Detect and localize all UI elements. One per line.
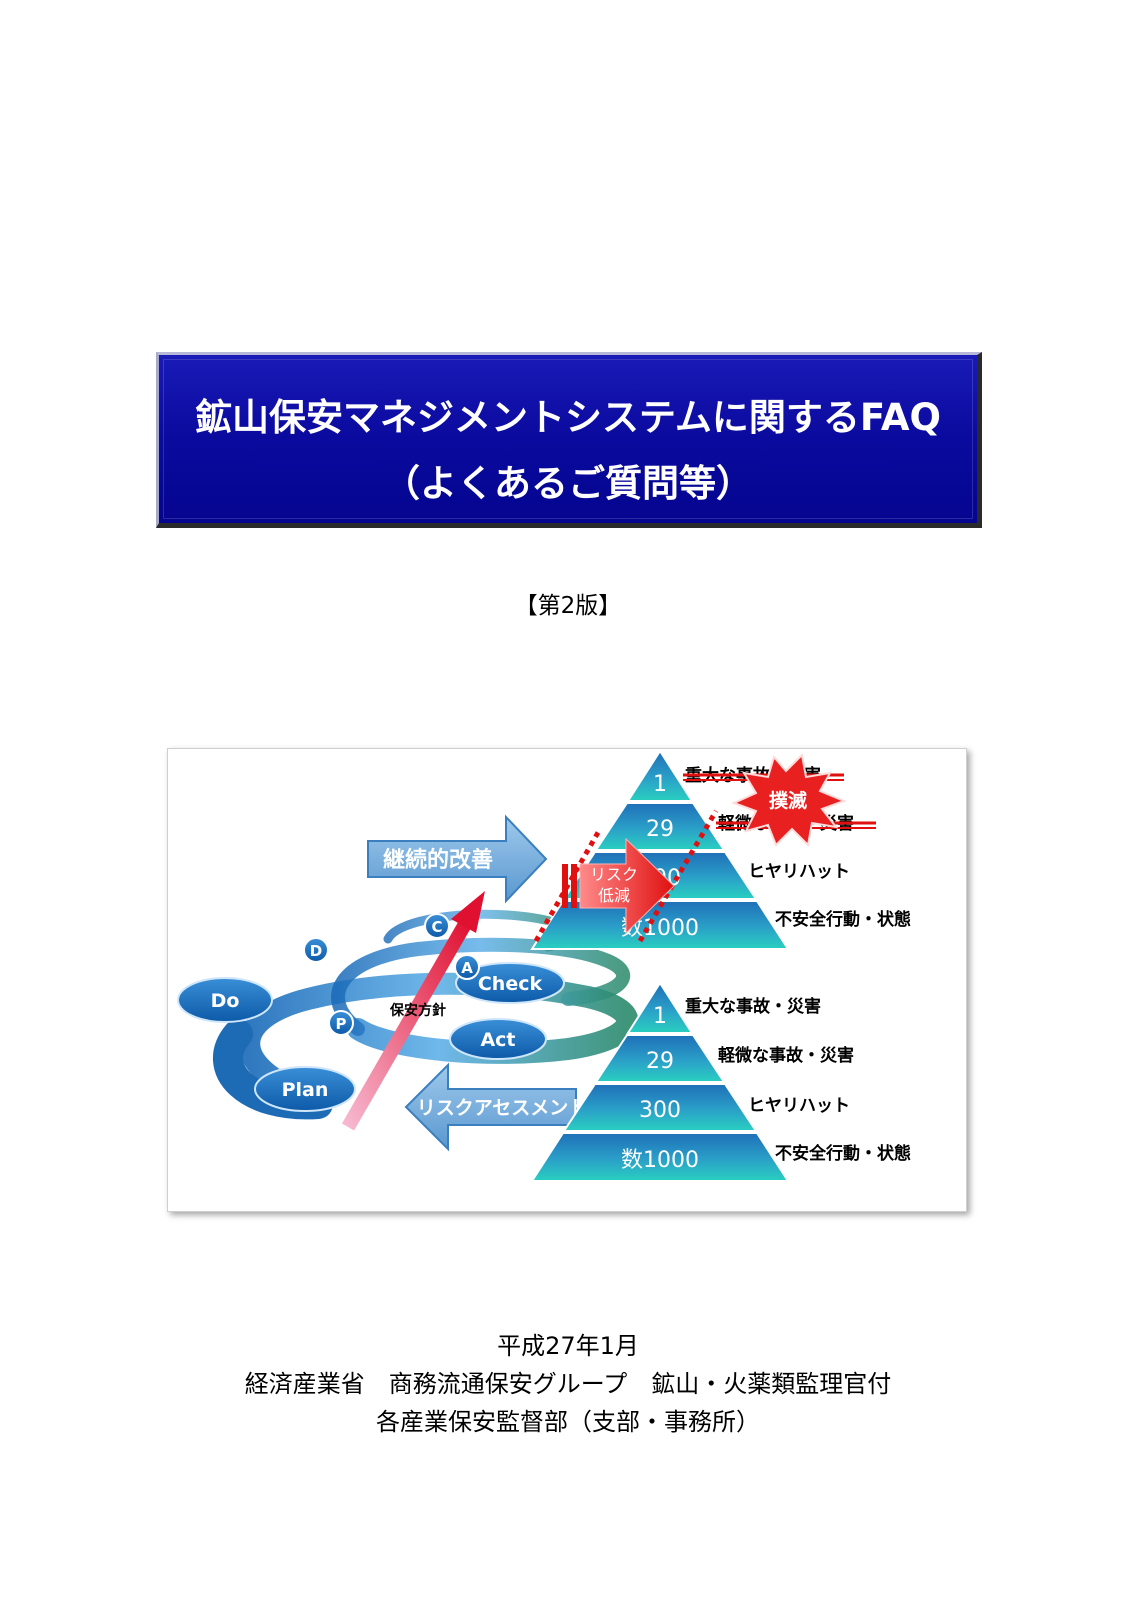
- bottom-label-unsafe: 不安全行動・状態: [775, 1143, 911, 1164]
- plan-label: Plan: [282, 1079, 329, 1101]
- eradication-label: 撲滅: [769, 789, 807, 812]
- do-oval: Do: [177, 977, 273, 1023]
- continuous-improvement-label: 継続的改善: [383, 847, 493, 873]
- publication-date: 平成27年1月: [497, 1332, 639, 1360]
- policy-label: 保安方針: [389, 1002, 446, 1019]
- svg-text:29: 29: [646, 1049, 674, 1074]
- top-label-near-miss: ヒヤリハット: [748, 862, 850, 882]
- eradication-starburst: 撲滅: [731, 752, 847, 848]
- svg-text:A: A: [461, 959, 473, 977]
- risk-assessment-arrow: リスクアセスメント: [404, 1062, 588, 1152]
- act-oval: Act: [449, 1018, 547, 1060]
- pdca-pyramid-diagram: 保安方針 Do Plan Check Act P D C: [177, 749, 911, 1182]
- document-title: 鉱山保安マネジメントシステムに関するFAQ: [194, 396, 941, 439]
- bottom-label-minor: 軽微な事故・災害: [718, 1045, 854, 1066]
- check-label: Check: [478, 973, 543, 995]
- edition-label: 【第2版】: [514, 593, 622, 619]
- policy-arrow: [341, 891, 485, 1131]
- svg-text:D: D: [310, 942, 322, 960]
- svg-text:低減: 低減: [598, 886, 630, 905]
- circle-a: A: [454, 954, 480, 980]
- do-label: Do: [211, 990, 240, 1012]
- svg-text:数1000: 数1000: [621, 1148, 699, 1173]
- plan-oval: Plan: [254, 1066, 356, 1112]
- bottom-label-near-miss: ヒヤリハット: [748, 1096, 850, 1116]
- document-subtitle: （よくあるご質問等）: [383, 462, 753, 505]
- act-label: Act: [480, 1029, 515, 1051]
- circle-c: C: [424, 913, 450, 939]
- bureau-line: 各産業保安監督部（支部・事務所）: [376, 1408, 760, 1436]
- bottom-label-serious: 重大な事故・災害: [685, 996, 821, 1017]
- cover-figure: 保安方針 Do Plan Check Act P D C: [167, 748, 967, 1212]
- circle-d: D: [303, 937, 329, 963]
- pyramid-bottom: 1 29 300 数1000: [530, 981, 790, 1182]
- title-banner: 鉱山保安マネジメントシステムに関するFAQ （よくあるご質問等）: [156, 352, 982, 528]
- top-label-unsafe: 不安全行動・状態: [775, 909, 911, 930]
- check-oval: Check: [455, 962, 565, 1004]
- risk-reduction-arrow: リスク 低減: [562, 837, 675, 935]
- svg-text:リスク: リスク: [590, 865, 638, 884]
- svg-text:300: 300: [639, 1098, 681, 1123]
- svg-text:C: C: [431, 918, 442, 936]
- risk-assessment-label: リスクアセスメント: [417, 1097, 588, 1119]
- ministry-line: 経済産業省 商務流通保安グループ 鉱山・火薬類監理官付: [244, 1370, 892, 1398]
- continuous-improvement-arrow: 継続的改善: [367, 814, 548, 904]
- svg-text:P: P: [336, 1015, 347, 1033]
- circle-p: P: [328, 1010, 354, 1036]
- svg-text:1: 1: [653, 1004, 667, 1029]
- svg-text:29: 29: [646, 817, 674, 842]
- svg-text:1: 1: [653, 772, 667, 797]
